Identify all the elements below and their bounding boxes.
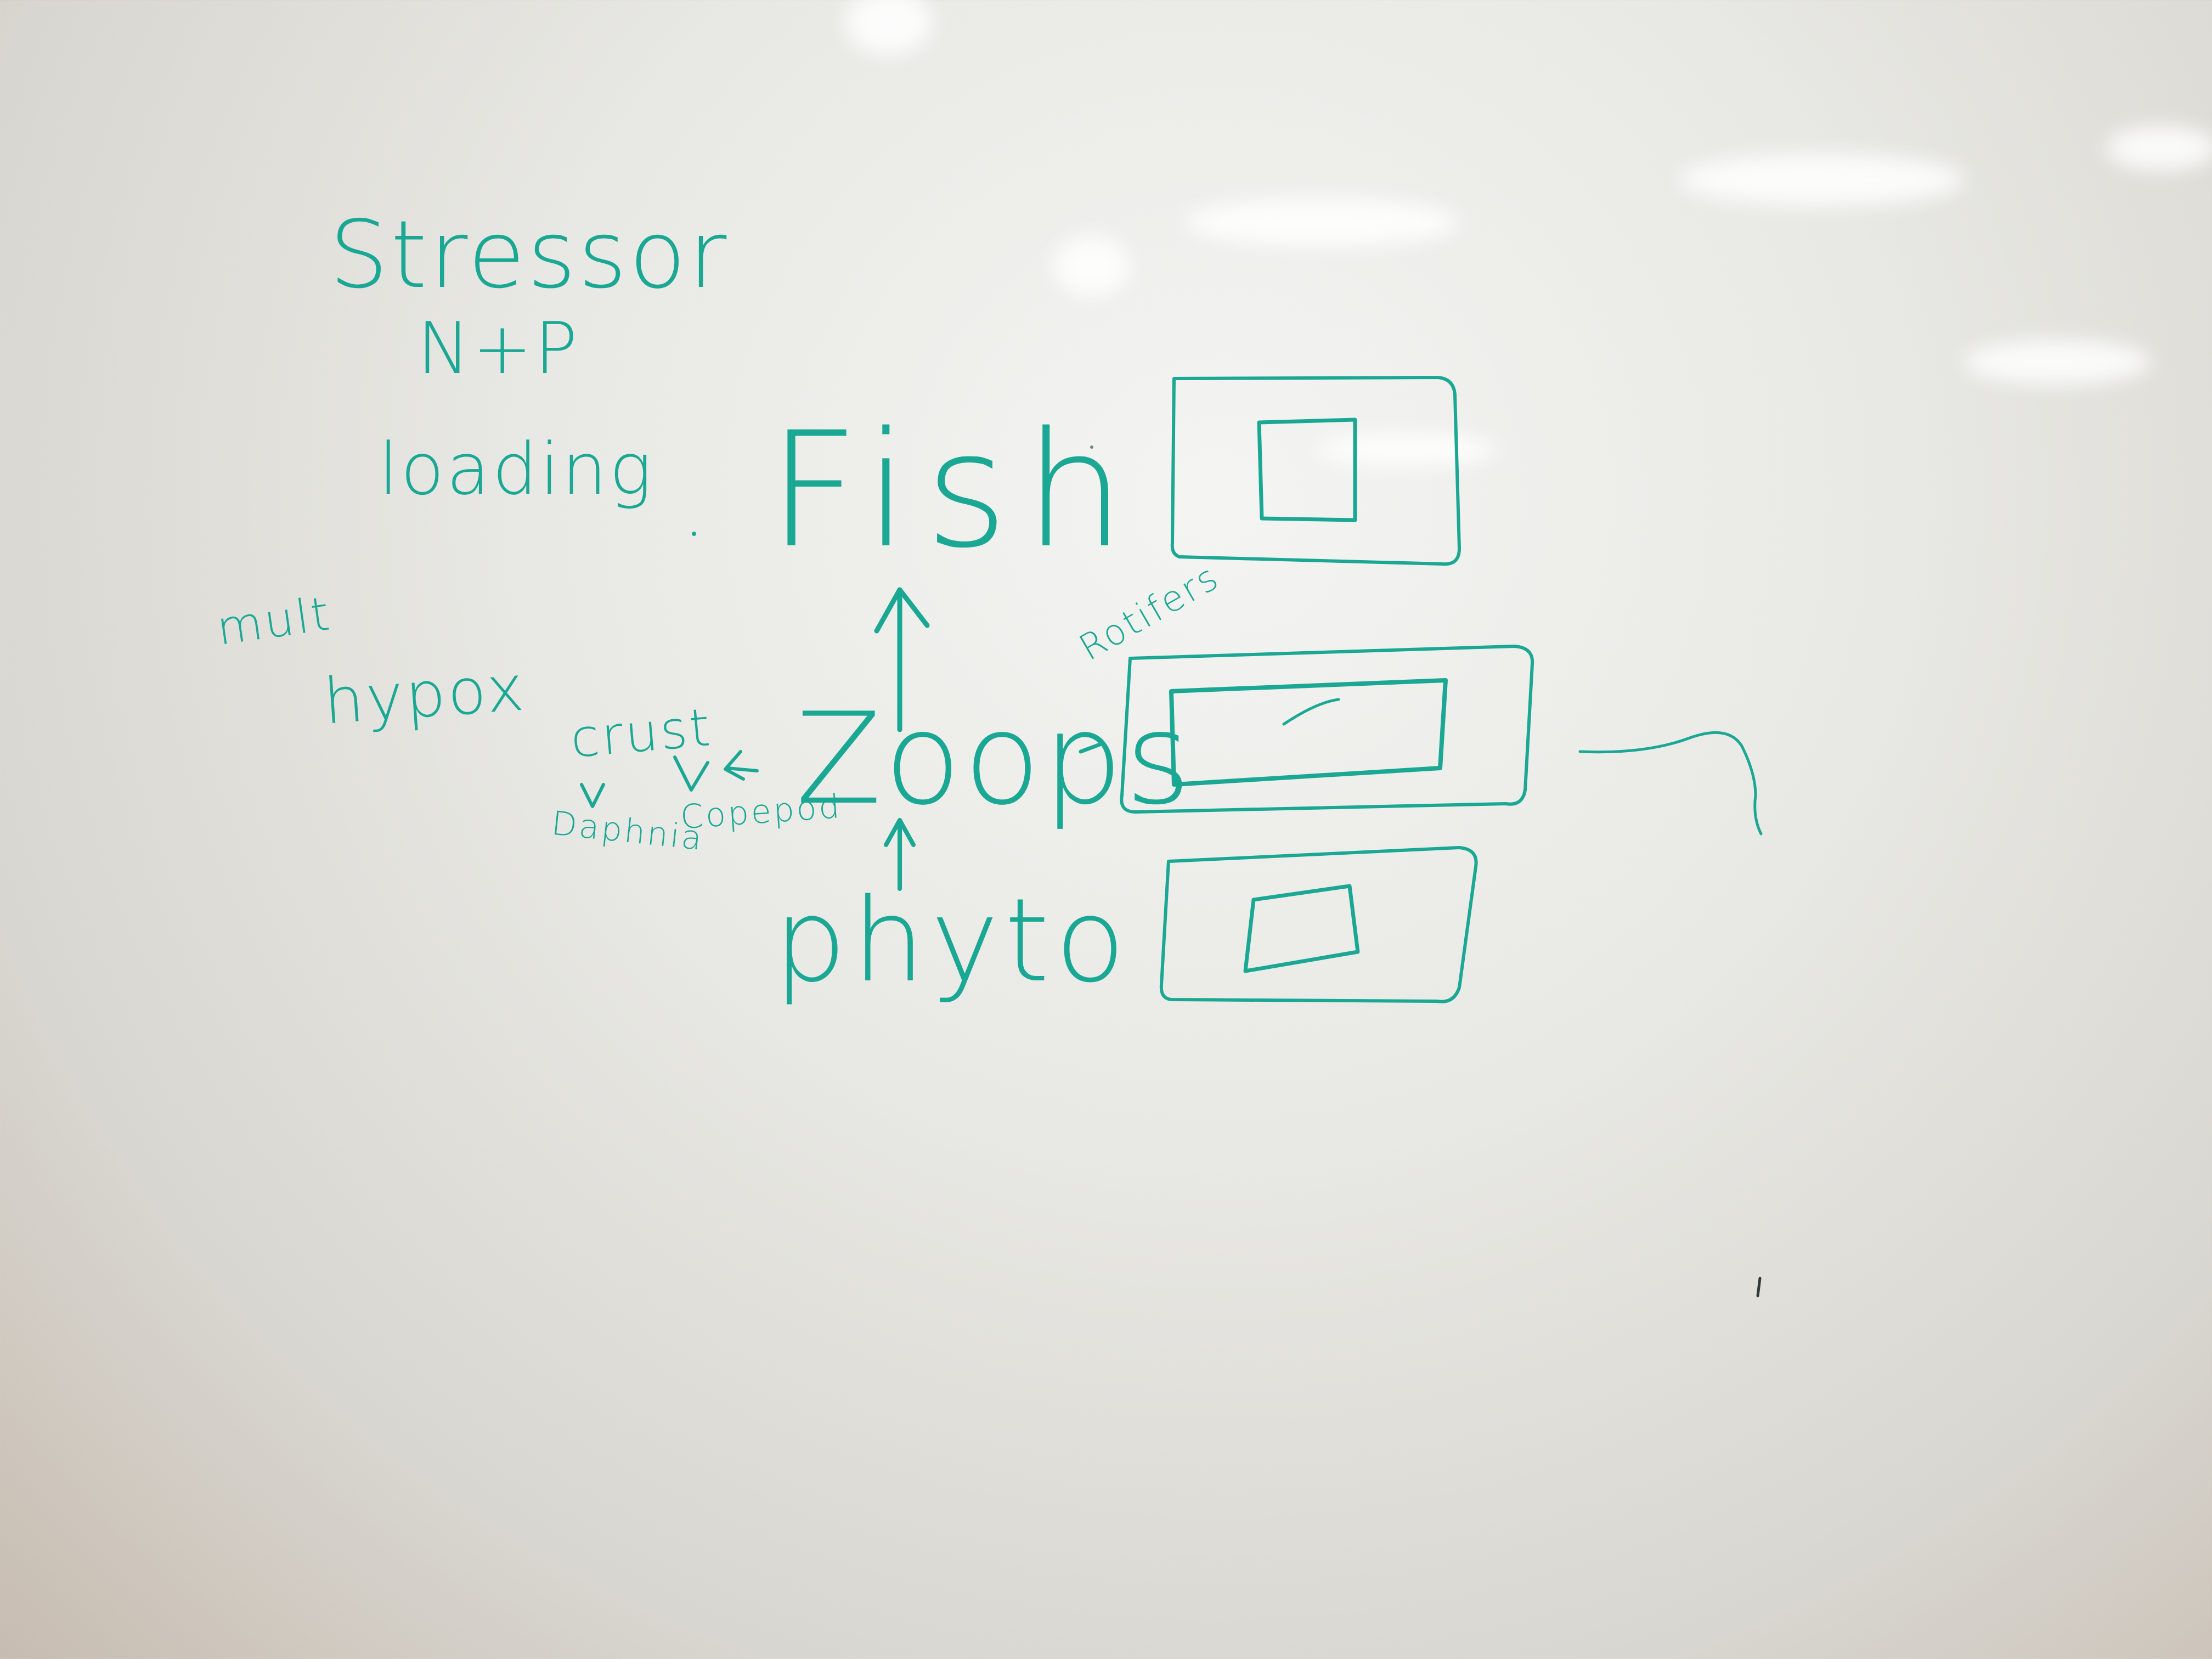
fish-outer-box (1170, 376, 1461, 566)
phyto-to-zoops-arrow (884, 818, 916, 891)
fish-label: Fish (768, 398, 1142, 583)
stressor-note: Stressor (329, 201, 729, 309)
zoops-inner-box (1169, 678, 1448, 787)
light-reflection (2107, 126, 2212, 170)
loading-note: loading (379, 427, 654, 511)
to-zoops-arrow (724, 750, 759, 781)
zoops-inner-scribble (1282, 698, 1340, 726)
light-reflection (1679, 154, 1964, 206)
crust-to-copepod-arrow (673, 755, 709, 792)
light-reflection (1053, 236, 1130, 296)
light-reflection (1185, 198, 1459, 247)
phyto-outer-box (1159, 846, 1478, 1003)
phyto-label: phyto (774, 873, 1131, 1008)
marker-dot (692, 532, 696, 536)
n-plus-p-note: N+P (417, 307, 580, 390)
marker-dot (1090, 445, 1093, 449)
crust-to-daphnia-arrow (580, 783, 605, 808)
zoops-to-fish-arrow (874, 587, 930, 732)
light-reflection (1964, 340, 2151, 384)
wavy-line (1578, 731, 1763, 836)
light-reflection (845, 0, 933, 55)
phyto-inner-box (1243, 884, 1360, 973)
zoops-outer-box (1120, 645, 1534, 814)
marker-mark (1756, 1277, 1762, 1297)
light-reflection (1317, 433, 1498, 466)
zoops-rotifers-dash (1079, 741, 1105, 754)
fish-inner-box (1257, 417, 1357, 522)
